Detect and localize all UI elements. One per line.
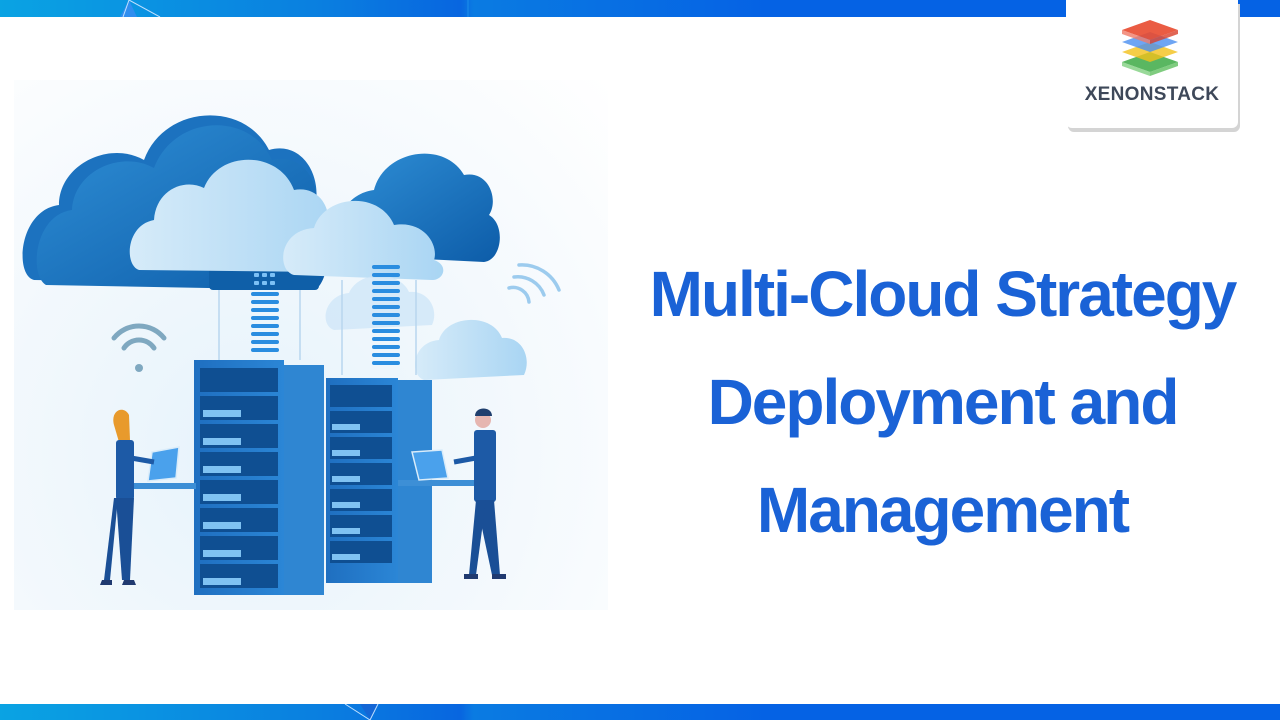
small-cloud-icon <box>415 319 527 380</box>
layered-stack-logo-icon <box>1122 20 1178 76</box>
title-line-1: Multi-Cloud Strategy <box>649 258 1238 330</box>
bottom-decorative-bar <box>0 704 1280 720</box>
server-rack-icon <box>194 360 324 595</box>
top-decorative-bar <box>0 0 1280 17</box>
triangle-shard-icon <box>344 704 379 720</box>
wifi-signal-icon <box>111 323 167 372</box>
cloud-servers-illustration <box>14 80 608 610</box>
wifi-signal-icon <box>507 263 561 304</box>
bar-divider <box>467 0 469 17</box>
title-line-2: Deployment and <box>707 366 1180 438</box>
triangle-shard-icon <box>120 0 161 17</box>
woman-with-laptop-icon <box>100 409 180 585</box>
title-line-3: Management <box>756 474 1130 546</box>
brand-logo-card[interactable]: XENONSTACK <box>1066 0 1238 128</box>
man-with-laptop-icon <box>411 408 506 579</box>
brand-name: XENONSTACK <box>1084 84 1220 105</box>
slide-title: Multi-Cloud Strategy Deployment and Mana… <box>630 240 1255 564</box>
illustration-graphic <box>22 115 561 595</box>
